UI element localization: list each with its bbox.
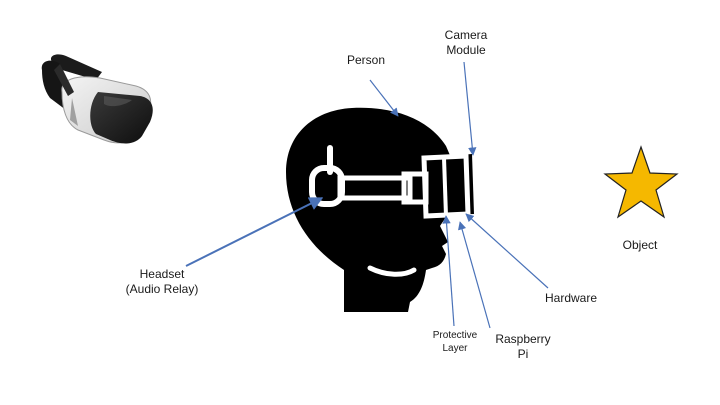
label-headset-line2: (Audio Relay) <box>125 282 199 296</box>
arrow-hardware <box>465 213 549 289</box>
label-person: Person <box>346 53 386 67</box>
label-hardware: Hardware <box>544 291 598 305</box>
label-raspberry-pi-line1: Raspberry <box>495 332 551 346</box>
head-silhouette-icon <box>286 107 474 312</box>
arrow-person <box>369 79 399 117</box>
label-camera-module-line1: Camera <box>444 28 488 42</box>
arrow-raspberry-pi <box>458 221 491 329</box>
label-object: Object <box>622 238 658 252</box>
label-headset-line1: Headset <box>139 267 185 281</box>
label-protective-layer: Protective Layer <box>424 329 486 355</box>
label-camera-module: Camera Module <box>431 28 501 58</box>
arrow-protective-layer <box>442 215 455 327</box>
label-raspberry-pi: Raspberry Pi <box>488 332 558 362</box>
arrow-camera-module <box>463 61 477 156</box>
label-raspberry-pi-line2: Pi <box>517 347 529 361</box>
label-headset: Headset (Audio Relay) <box>112 267 212 297</box>
label-protective-layer-line1: Protective <box>432 330 478 341</box>
label-camera-module-line2: Module <box>446 43 486 57</box>
vr-headset-icon <box>41 54 153 144</box>
star-object-icon <box>603 145 679 219</box>
arrow-headset <box>185 197 324 267</box>
label-protective-layer-line2: Layer <box>442 343 468 354</box>
